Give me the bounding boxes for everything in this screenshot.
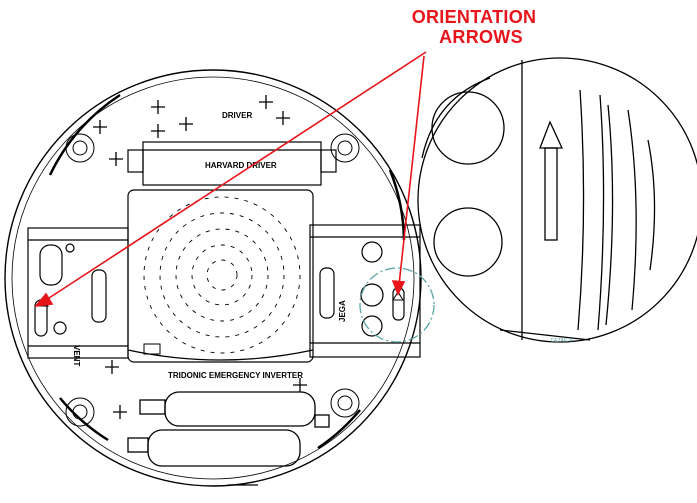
right-bracket (309, 224, 421, 358)
callout-leaders (34, 51, 427, 308)
cross-fasteners (93, 95, 307, 419)
callout-line2: ARROWS (439, 27, 523, 47)
perforation-rings (143, 196, 301, 354)
right-orientation-arrow (392, 291, 404, 301)
jega-label: JEGA (338, 300, 347, 322)
detail-label: DETAIL A (551, 338, 573, 344)
vent-label: VENT (72, 345, 81, 366)
battery-packs (127, 391, 330, 486)
callout-line1: ORIENTATION (411, 7, 537, 27)
harvard-driver-label: HARVARD DRIVER (205, 161, 277, 170)
detail-view: DETAIL A (417, 57, 697, 344)
orientation-arrows-callout: ORIENTATION ARROWS (404, 7, 544, 47)
mounting-bosses (65, 133, 360, 427)
emergency-inverter-label: TRIDONIC EMERGENCY INVERTER (168, 371, 303, 380)
detail-marker-circle (359, 267, 435, 343)
left-bracket (27, 227, 129, 359)
plate-tag (143, 343, 161, 355)
harvard-driver-box (127, 141, 337, 186)
driver-label: DRIVER (222, 111, 252, 120)
fixture-housing (4, 69, 422, 487)
center-plate (127, 189, 314, 363)
